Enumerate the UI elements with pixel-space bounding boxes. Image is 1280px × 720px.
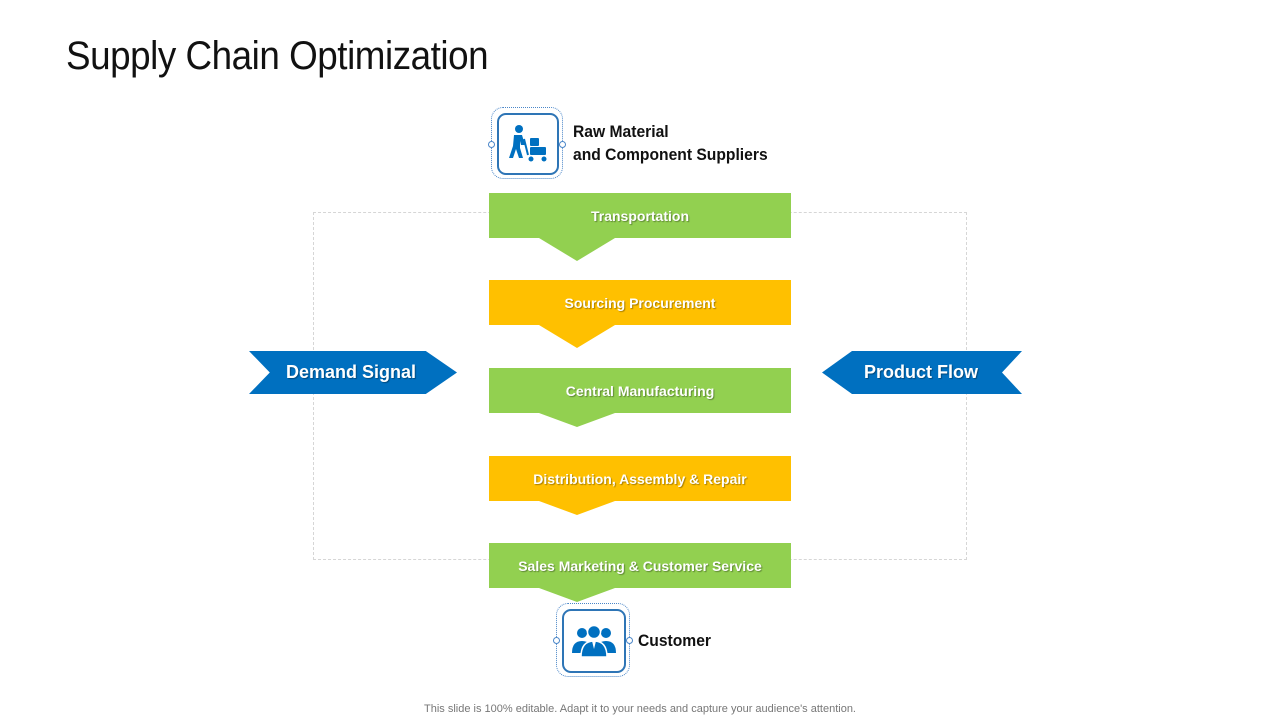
step-label: Transportation	[590, 207, 689, 224]
supplier-icon-frame	[488, 107, 566, 179]
down-arrow	[539, 325, 615, 348]
supplier-label-line2: and Component Suppliers	[573, 145, 768, 164]
supplier-label: Raw Material and Component Suppliers	[573, 120, 768, 166]
supplier-label-line1: Raw Material	[573, 122, 669, 141]
footer-note: This slide is 100% editable. Adapt it to…	[424, 703, 856, 715]
down-arrow	[539, 413, 615, 427]
worker-with-cart-icon	[497, 113, 559, 175]
step-label: Sourcing Procurement	[564, 294, 716, 311]
down-arrow	[539, 238, 615, 261]
step-sales-marketing-customer-service: Sales Marketing & Customer Service	[489, 543, 791, 602]
down-arrow	[539, 588, 615, 602]
step-distribution-assembly-repair: Distribution, Assembly & Repair	[489, 456, 791, 515]
people-group-icon	[562, 609, 626, 673]
customer-label: Customer	[638, 631, 712, 650]
connector-dot	[559, 141, 566, 148]
step-transportation: Transportation	[489, 193, 791, 261]
product-flow-label: Product Flow	[864, 362, 978, 382]
slide-title: Supply Chain Optimization	[66, 34, 489, 78]
step-sourcing-procurement: Sourcing Procurement	[489, 280, 791, 348]
demand-signal-label: Demand Signal	[285, 362, 417, 382]
step-central-manufacturing: Central Manufacturing	[489, 368, 791, 427]
connector-dot	[488, 141, 495, 148]
connector-dot	[553, 637, 560, 644]
demand-signal-banner: Demand Signal	[249, 351, 457, 394]
product-flow-banner: Product Flow	[822, 351, 1022, 394]
step-label: Central Manufacturing	[565, 382, 715, 399]
customer-icon-frame	[553, 603, 633, 677]
down-arrow	[539, 501, 615, 515]
step-label: Distribution, Assembly & Repair	[533, 470, 747, 487]
step-label: Sales Marketing & Customer Service	[518, 557, 762, 574]
connector-dot	[626, 637, 633, 644]
